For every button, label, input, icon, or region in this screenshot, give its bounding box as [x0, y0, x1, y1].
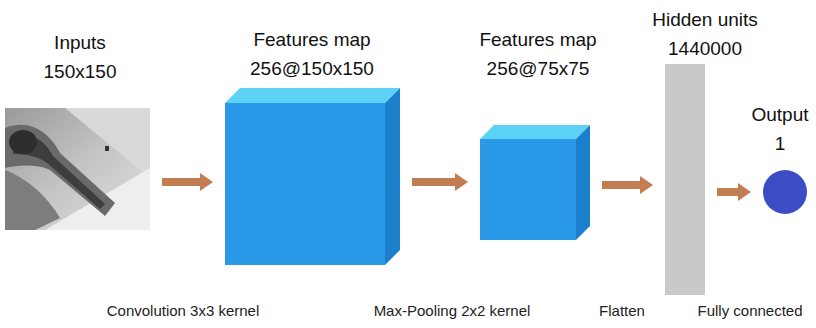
operation-label: Max-Pooling 2x2 kernel [374, 302, 531, 320]
layer-heading: Hidden units 1440000 [635, 5, 775, 63]
layer-heading: Output 1 [747, 100, 813, 158]
layer-heading: Features map 256@75x75 [453, 25, 623, 83]
output-node: Output 1 [763, 170, 807, 214]
layer-heading: Inputs 150x150 [30, 28, 130, 86]
operation-label: Convolution 3x3 kernel [107, 302, 260, 320]
hidden-bar [665, 64, 705, 295]
feature-map-cube: Features map 256@150x150 [225, 88, 400, 265]
flow-arrow [717, 183, 751, 201]
flow-arrow [602, 176, 653, 194]
hidden-layer-bar: Hidden units 1440000 [665, 64, 705, 295]
flow-arrow [412, 173, 468, 191]
feature-cube [225, 88, 400, 265]
feature-map-cube: Features map 256@75x75 [480, 125, 590, 240]
flow-arrow [162, 173, 213, 191]
xray-image [5, 108, 150, 230]
output-circle [763, 170, 807, 214]
feature-cube [480, 125, 590, 240]
operation-label: Fully connected [697, 302, 802, 320]
operation-label: Flatten [599, 302, 645, 320]
layer-heading: Features map 256@150x150 [222, 25, 402, 83]
input-image: Inputs 150x150 [5, 108, 150, 230]
